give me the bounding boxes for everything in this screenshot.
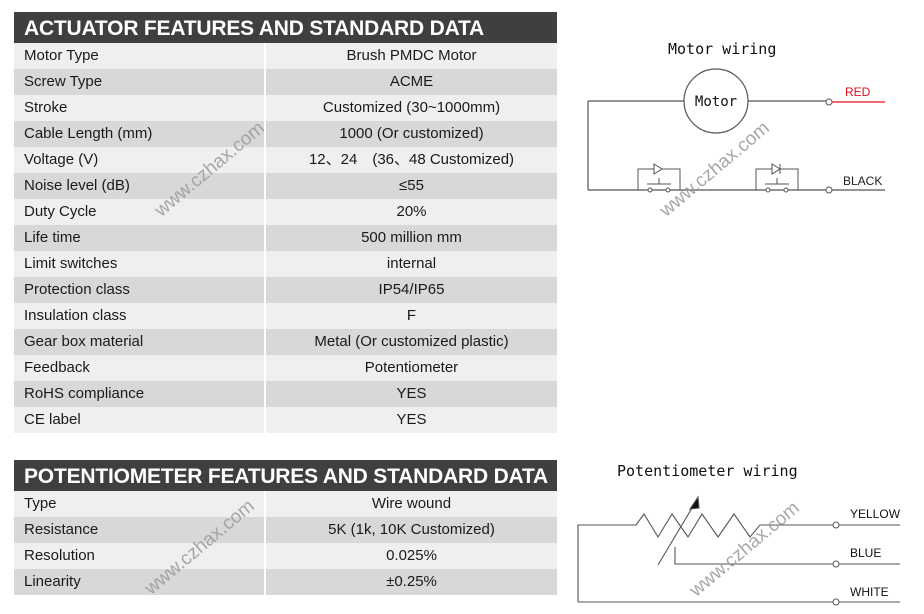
row-key: CE label [14, 407, 266, 433]
actuator-table-title: ACTUATOR FEATURES AND STANDARD DATA [14, 12, 557, 43]
row-key: RoHS compliance [14, 381, 266, 407]
table-row: Limit switches internal [14, 251, 557, 277]
potentiometer-table-title: POTENTIOMETER FEATURES AND STANDARD DATA [14, 460, 557, 491]
table-row: Screw Type ACME [14, 69, 557, 95]
row-key: Feedback [14, 355, 266, 381]
row-value: 0.025% [386, 547, 437, 564]
wire-label-yellow: YELLOW [850, 507, 901, 521]
motor-wiring-diagram: Motor wiring Motor RED BLACK [587, 40, 885, 194]
row-value: Customized (30~1000mm) [322, 99, 501, 116]
wire-label-black: BLACK [843, 174, 882, 188]
row-key: Voltage (V) [14, 147, 266, 173]
wire-label-red: RED [845, 85, 871, 99]
row-value: 5K (1k, 10K Customized) [328, 521, 495, 538]
row-key: Cable Length (mm) [14, 121, 266, 147]
potentiometer-wiring-diagram: Potentiometer wiring YELLOW BLUE WHITE [577, 462, 901, 606]
table-row: Linearity ±0.25% [14, 569, 557, 595]
table-row: Protection class IP54/IP65 [14, 277, 557, 303]
potentiometer-symbol-icon [577, 495, 833, 603]
table-row: Voltage (V) 12、24 (36、48 Customized) [14, 147, 557, 173]
table-row: Duty Cycle 20% [14, 199, 557, 225]
row-key: Insulation class [14, 303, 266, 329]
row-value: Potentiometer [364, 359, 459, 376]
table-row: Stroke Customized (30~1000mm) [14, 95, 557, 121]
potentiometer-features-table: POTENTIOMETER FEATURES AND STANDARD DATA… [14, 460, 557, 595]
row-value: YES [396, 411, 427, 428]
motor-wiring-title: Motor wiring [668, 40, 776, 58]
row-key: Gear box material [14, 329, 266, 355]
row-value: 1000 (Or customized) [339, 125, 484, 142]
row-value: 12、24 (36、48 Customized) [308, 151, 515, 168]
table-row: Motor Type Brush PMDC Motor [14, 43, 557, 69]
row-value: ACME [389, 73, 434, 90]
table-row: Gear box material Metal (Or customized pl… [14, 329, 557, 355]
table-row: Resistance 5K (1k, 10K Customized) [14, 517, 557, 543]
row-key: Resistance [14, 517, 266, 543]
row-value: ≤55 [399, 177, 424, 194]
row-value: 500 million mm [361, 229, 462, 246]
wire-label-blue: BLUE [850, 546, 881, 560]
limit-switch-diode-icon [637, 163, 681, 193]
row-key: Screw Type [14, 69, 266, 95]
row-value: Wire wound [371, 495, 452, 512]
row-value: F [406, 307, 417, 324]
row-key: Type [14, 491, 266, 517]
limit-switch-diode-icon [755, 163, 799, 193]
row-key: Linearity [14, 569, 266, 595]
row-key: Life time [14, 225, 266, 251]
row-value: Metal (Or customized plastic) [314, 333, 509, 350]
row-value: YES [396, 385, 427, 402]
row-value: Brush PMDC Motor [346, 47, 477, 64]
potentiometer-wiring-title: Potentiometer wiring [617, 462, 798, 480]
row-key: Protection class [14, 277, 266, 303]
table-row: Cable Length (mm) 1000 (Or customized) [14, 121, 557, 147]
row-key: Noise level (dB) [14, 173, 266, 199]
table-row: Life time 500 million mm [14, 225, 557, 251]
table-row: Noise level (dB) ≤55 [14, 173, 557, 199]
wire-label-white: WHITE [850, 585, 889, 599]
table-row: Type Wire wound [14, 491, 557, 517]
row-key: Limit switches [14, 251, 266, 277]
row-key: Motor Type [14, 43, 266, 69]
motor-label: Motor [695, 94, 737, 110]
row-value: 20% [396, 203, 427, 220]
row-value: ±0.25% [386, 573, 437, 590]
table-row: RoHS compliance YES [14, 381, 557, 407]
table-row: Feedback Potentiometer [14, 355, 557, 381]
table-row: Insulation class F [14, 303, 557, 329]
table-row: CE label YES [14, 407, 557, 433]
row-value: IP54/IP65 [378, 281, 445, 298]
actuator-features-table: ACTUATOR FEATURES AND STANDARD DATA Moto… [14, 12, 557, 433]
row-key: Resolution [14, 543, 266, 569]
table-row: Resolution 0.025% [14, 543, 557, 569]
row-value: internal [386, 255, 437, 272]
row-key: Duty Cycle [14, 199, 266, 225]
row-key: Stroke [14, 95, 266, 121]
